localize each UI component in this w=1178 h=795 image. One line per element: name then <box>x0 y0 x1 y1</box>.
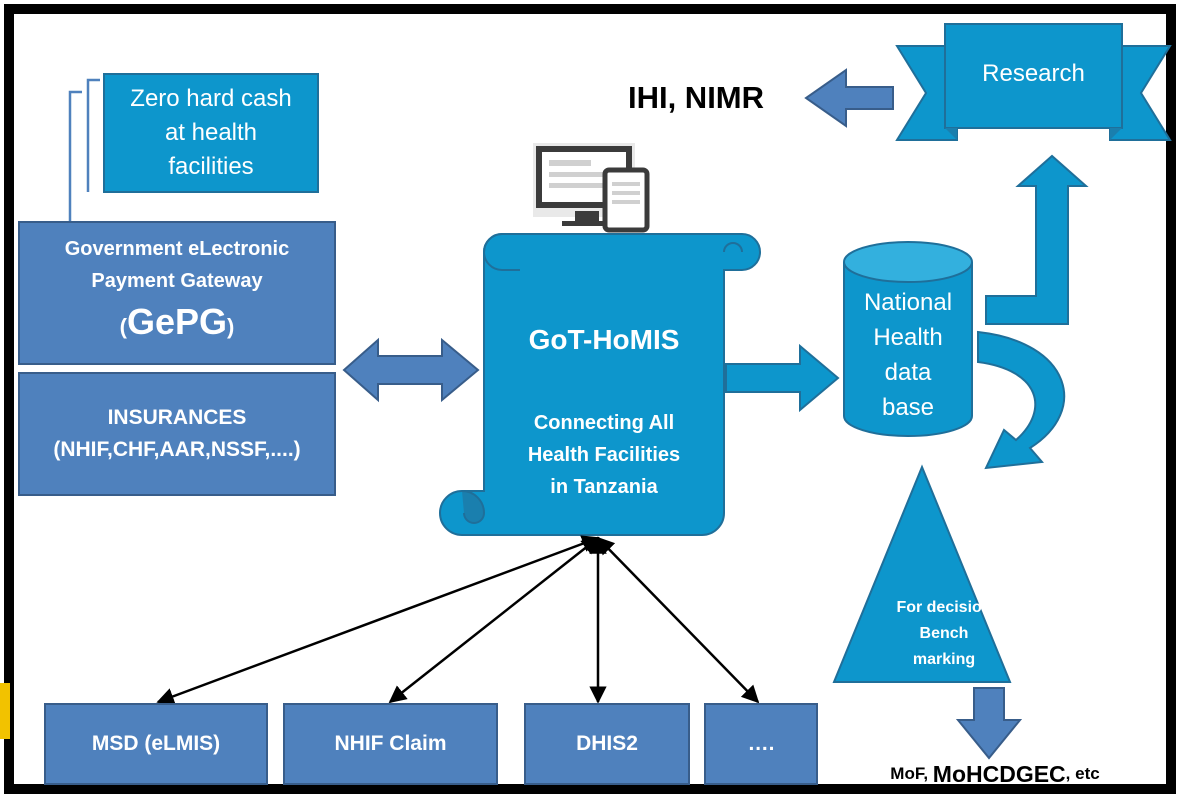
research-label: Research <box>982 60 1085 87</box>
dhis2-label: DHIS2 <box>576 732 638 755</box>
homis-scroll <box>439 233 761 536</box>
homis-subtitle: Connecting All Health Facilities in Tanz… <box>484 400 724 510</box>
callout-line-3: facilities <box>168 153 254 180</box>
insurances-box <box>18 372 336 496</box>
triangle-line-3: marking <box>912 651 976 668</box>
nhif-claim-box <box>283 703 498 785</box>
homis-line-1: Connecting All <box>533 412 675 434</box>
database-text: National Health data base <box>844 282 972 428</box>
more-systems-box <box>704 703 818 785</box>
callout-bracket <box>68 90 82 222</box>
decision-users-arrow <box>955 687 1023 760</box>
decision-users-part-1: MoF, <box>890 764 933 783</box>
gepg-box <box>18 221 336 365</box>
database-cylinder <box>843 241 973 437</box>
triangle-line-2: Bench <box>919 625 969 642</box>
triangle-text: For decision Bench marking <box>874 586 1014 682</box>
devices-icon <box>533 143 650 233</box>
decision-users-label: MoF, MoHCDGEC, etc <box>830 758 1160 790</box>
gepg-open-paren: ( <box>119 314 127 339</box>
database-line-4: base <box>881 394 935 421</box>
gepg-line-2: Payment Gateway <box>91 270 263 292</box>
gepg-close-paren: ) <box>227 314 235 339</box>
insurances-title: INSURANCES <box>107 406 247 429</box>
homis-line-3: in Tanzania <box>550 476 658 498</box>
gepg-acronym-line: (GePG) <box>120 297 235 353</box>
homis-db-arrow <box>725 343 840 413</box>
homis-title: GoT-HoMIS <box>528 324 680 355</box>
gepg-line-1: Government eLectronic <box>64 238 290 260</box>
decision-users-part-3: , etc <box>1065 764 1100 783</box>
decision-users-part-2: MoHCDGEC <box>932 760 1066 787</box>
research-ribbon <box>895 23 1172 141</box>
gepg-homis-arrow <box>342 337 480 403</box>
research-users-label: IHI, NIMR <box>627 80 765 115</box>
insurances-list: (NHIF,CHF,AAR,NSSF,....) <box>53 438 301 461</box>
db-research-arrow <box>985 154 1089 325</box>
decision-triangle <box>832 464 1012 683</box>
msd-label: MSD (eLMIS) <box>91 732 221 755</box>
more-systems-label: …. <box>747 732 775 755</box>
msd-box <box>44 703 268 785</box>
insurances-text: INSURANCES (NHIF,CHF,AAR,NSSF,....) <box>19 373 335 495</box>
callout-text: Zero hard cash at health facilities <box>104 74 318 192</box>
callout-bracket-inner <box>86 78 100 192</box>
gepg-acronym: GePG <box>126 301 228 342</box>
yellow-accent <box>0 683 10 739</box>
research-users-arrow <box>804 68 894 128</box>
dhis2-box <box>524 703 690 785</box>
database-line-2: Health <box>873 324 943 351</box>
db-decision-arrow <box>977 330 1066 470</box>
database-line-1: National <box>863 289 953 316</box>
database-line-3: data <box>884 359 932 386</box>
outer-frame <box>4 4 1176 794</box>
callout-line-2: at health <box>164 119 258 146</box>
gepg-text: Government eLectronic Payment Gateway (G… <box>19 222 335 364</box>
connector-lines <box>156 535 760 705</box>
callout-line-1: Zero hard cash <box>130 85 292 112</box>
nhif-claim-label: NHIF Claim <box>334 732 447 755</box>
homis-line-2: Health Facilities <box>527 444 681 466</box>
callout-box <box>103 73 319 193</box>
triangle-line-1: For decision <box>896 599 992 616</box>
